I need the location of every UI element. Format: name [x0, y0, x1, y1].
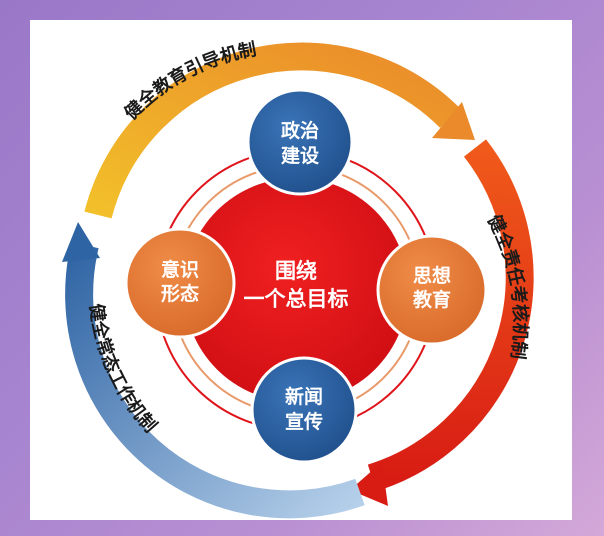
center-circle [184, 178, 408, 402]
node-thought-line2: 教育 [413, 288, 451, 311]
node-news-publicity: 新闻 宣传 [250, 356, 358, 464]
arc-arrow-right [350, 139, 534, 506]
node-news-line2: 宣传 [285, 410, 323, 433]
node-ideology: 意识 形态 [124, 227, 236, 339]
center-text-line1: 围绕 [275, 259, 317, 283]
arc-arrow-left [62, 222, 365, 519]
node-news-line1: 新闻 [285, 385, 323, 408]
arc-label-top: 健全教育引导机制 [120, 39, 258, 124]
node-politics: 政治 建设 [246, 88, 354, 196]
center-text-line2: 一个总目标 [244, 287, 349, 311]
node-thought-line1: 思想 [413, 264, 451, 287]
node-thought-education: 思想 教育 [376, 234, 488, 346]
node-ideology-line1: 意识 [161, 258, 199, 281]
node-politics-line2: 建设 [281, 144, 319, 167]
node-politics-line1: 政治 [281, 119, 319, 142]
node-ideology-line2: 形态 [161, 282, 199, 305]
arc-arrow-top [84, 42, 475, 219]
